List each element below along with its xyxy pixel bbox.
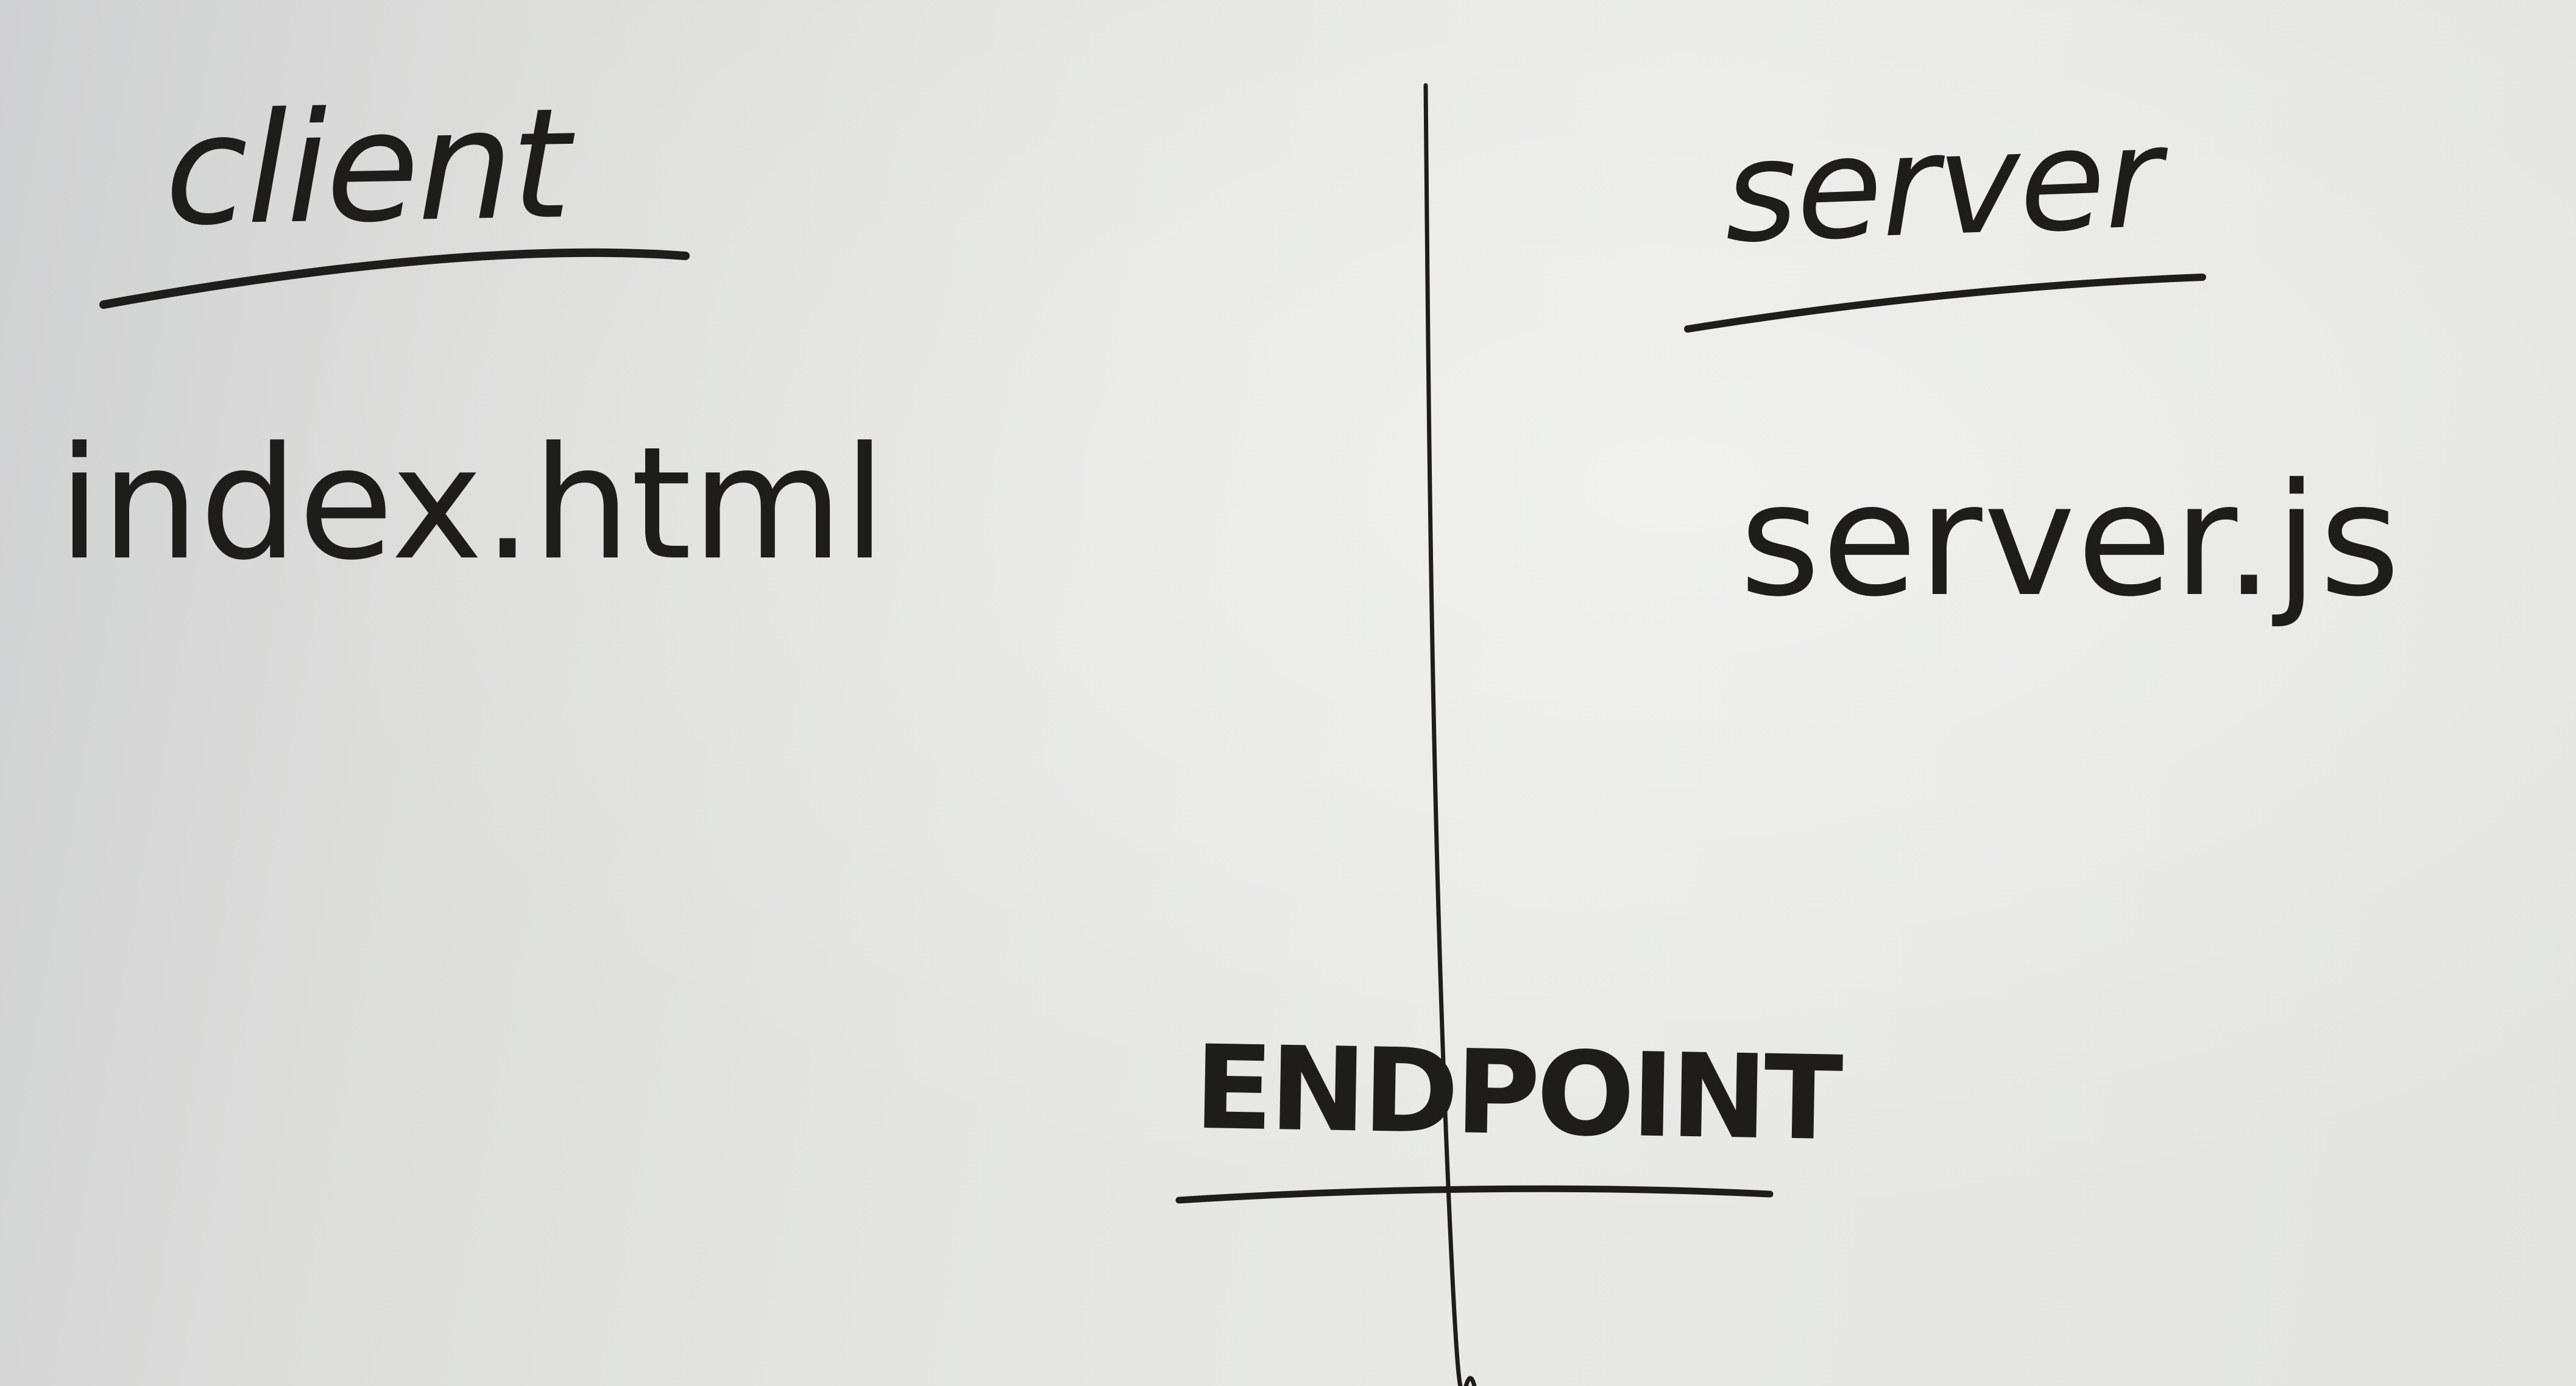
client-file-label: index.html [58, 414, 886, 595]
server-heading: server [1721, 96, 2164, 275]
endpoint-underline [1175, 1185, 1774, 1204]
client-heading: client [163, 75, 570, 260]
server-heading-underline [1684, 274, 2206, 333]
column-divider-line [1423, 83, 1477, 1386]
server-file-label: server.js [1739, 450, 2402, 631]
client-heading-underline [99, 248, 690, 309]
endpoint-label: ENDPOINT [1193, 1020, 1841, 1167]
